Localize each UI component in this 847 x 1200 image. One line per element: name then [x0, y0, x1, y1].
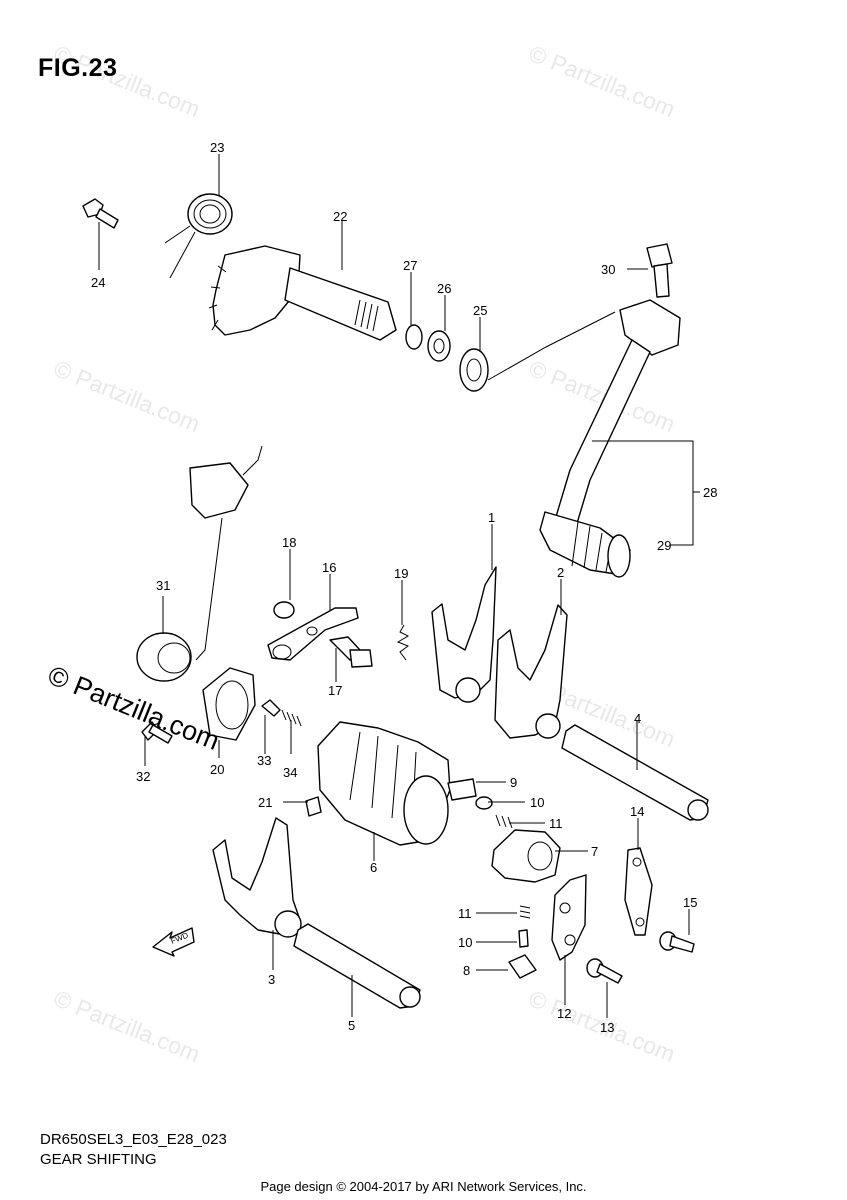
- callout-25[interactable]: 25: [473, 303, 487, 318]
- callout-21[interactable]: 21: [258, 795, 272, 810]
- callout-33[interactable]: 33: [257, 753, 271, 768]
- callout-1[interactable]: 1: [488, 510, 495, 525]
- callout-11[interactable]: 11: [458, 906, 472, 921]
- part-20[interactable]: [202, 667, 256, 741]
- part-22[interactable]: [208, 245, 397, 341]
- part-14[interactable]: [624, 847, 653, 936]
- callout-26[interactable]: 26: [437, 281, 451, 296]
- fwd-arrow-icon: FWD: [152, 927, 195, 957]
- part-4[interactable]: [561, 724, 709, 821]
- part-30[interactable]: [646, 243, 673, 298]
- callout-11[interactable]: 11: [549, 816, 563, 831]
- part-18[interactable]: [273, 601, 295, 619]
- callout-19[interactable]: 19: [394, 566, 408, 581]
- callout-28[interactable]: 28: [703, 485, 717, 500]
- callout-18[interactable]: 18: [282, 535, 296, 550]
- callout-labels: 23 24 22 27 26 25 30 28 29 18 16 19 1 2 …: [91, 140, 717, 1035]
- callout-20[interactable]: 20: [210, 762, 224, 777]
- part-11-lower[interactable]: [519, 905, 531, 919]
- part-11-upper[interactable]: [495, 814, 513, 829]
- callout-5[interactable]: 5: [348, 1018, 355, 1033]
- callout-2[interactable]: 2: [557, 565, 564, 580]
- part-12[interactable]: [551, 874, 587, 961]
- part-10-lower[interactable]: [518, 929, 529, 948]
- part-29[interactable]: [539, 511, 631, 578]
- part-21[interactable]: [305, 796, 322, 817]
- callout-32[interactable]: 32: [136, 769, 150, 784]
- part-5[interactable]: [293, 923, 421, 1009]
- part-23[interactable]: [164, 193, 233, 279]
- callout-24[interactable]: 24: [91, 275, 105, 290]
- footer-copyright: Page design © 2004-2017 by ARI Network S…: [260, 1179, 587, 1194]
- callout-16[interactable]: 16: [322, 560, 336, 575]
- callout-30[interactable]: 30: [601, 262, 615, 277]
- leader-line: [487, 311, 616, 381]
- callout-34[interactable]: 34: [283, 765, 297, 780]
- part-16[interactable]: [267, 607, 359, 661]
- part-3[interactable]: [212, 817, 302, 938]
- part-1[interactable]: [431, 566, 497, 703]
- callout-6[interactable]: 6: [370, 860, 377, 875]
- part-8[interactable]: [508, 954, 537, 979]
- callout-10[interactable]: 10: [458, 935, 472, 950]
- part-10-upper[interactable]: [475, 796, 493, 810]
- part-7[interactable]: [491, 829, 561, 883]
- part-28[interactable]: [554, 299, 681, 531]
- callout-9[interactable]: 9: [510, 775, 517, 790]
- part-9[interactable]: [447, 778, 477, 801]
- callout-23[interactable]: 23: [210, 140, 224, 155]
- part-24[interactable]: [82, 198, 119, 229]
- figure-title: FIG.23: [38, 54, 118, 82]
- part-34[interactable]: [281, 709, 302, 727]
- callout-12[interactable]: 12: [557, 1006, 571, 1021]
- callout-3[interactable]: 3: [268, 972, 275, 987]
- callout-13[interactable]: 13: [600, 1020, 614, 1035]
- callout-17[interactable]: 17: [328, 683, 342, 698]
- part-33[interactable]: [261, 699, 281, 717]
- leader-lines: [98, 154, 690, 1018]
- part-13[interactable]: [586, 958, 623, 984]
- leader-line: [592, 440, 700, 546]
- part-2[interactable]: [494, 604, 568, 739]
- part-19[interactable]: [396, 624, 410, 661]
- part-26[interactable]: [427, 330, 451, 362]
- part-6[interactable]: [317, 721, 451, 846]
- part-15[interactable]: [659, 931, 695, 953]
- callout-22[interactable]: 22: [333, 209, 347, 224]
- diagram-code: DR650SEL3_E03_E28_023: [40, 1131, 227, 1148]
- callout-7[interactable]: 7: [591, 844, 598, 859]
- callout-27[interactable]: 27: [403, 258, 417, 273]
- part-25[interactable]: [459, 348, 489, 392]
- callout-29[interactable]: 29: [657, 538, 671, 553]
- callout-8[interactable]: 8: [463, 963, 470, 978]
- part-27[interactable]: [405, 324, 423, 350]
- callout-10[interactable]: 10: [530, 795, 544, 810]
- callout-15[interactable]: 15: [683, 895, 697, 910]
- callout-14[interactable]: 14: [630, 804, 644, 819]
- part-17[interactable]: [329, 636, 373, 668]
- diagram-caption: GEAR SHIFTING: [40, 1151, 157, 1168]
- part-32[interactable]: [141, 721, 173, 744]
- callout-31[interactable]: 31: [156, 578, 170, 593]
- part-31[interactable]: [136, 445, 263, 682]
- callout-4[interactable]: 4: [634, 711, 641, 726]
